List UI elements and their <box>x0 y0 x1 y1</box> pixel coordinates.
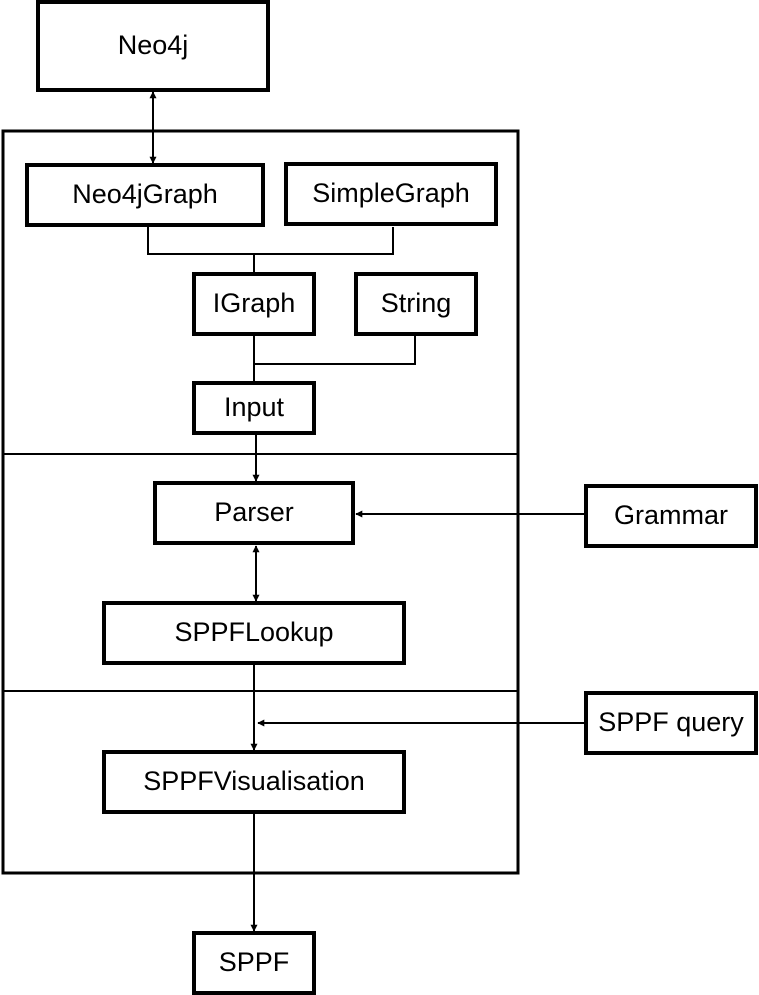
node-input-label: Input <box>224 392 285 422</box>
node-sppfquery-box <box>584 691 758 755</box>
node-parser: Parser <box>153 481 355 545</box>
node-sppfquery: SPPF query <box>584 691 758 755</box>
node-sppfquery-label: SPPF query <box>598 707 744 737</box>
system-frame <box>1 129 520 875</box>
node-sppflookup: SPPFLookup <box>102 601 406 665</box>
node-grammar: Grammar <box>584 484 758 548</box>
node-grammar-label: Grammar <box>614 500 728 530</box>
node-neo4j-box <box>36 0 270 92</box>
node-sppflookup-box <box>102 601 406 665</box>
node-sppf-box <box>192 931 316 995</box>
node-sppf: SPPF <box>192 931 316 995</box>
node-igraph: IGraph <box>192 272 316 336</box>
node-grammar-box <box>584 484 758 548</box>
node-sppfvisualisation-box <box>102 750 406 814</box>
node-simplegraph-label: SimpleGraph <box>312 178 470 208</box>
edge-graph-implementations <box>147 227 394 255</box>
node-simplegraph: SimpleGraph <box>284 162 498 226</box>
node-parser-box <box>153 481 355 545</box>
node-sppfvisualisation-label: SPPFVisualisation <box>143 766 365 796</box>
node-input-box <box>192 381 316 435</box>
node-string-label: String <box>381 288 452 318</box>
node-parser-label: Parser <box>214 497 294 527</box>
node-sppflookup-label: SPPFLookup <box>174 617 333 647</box>
node-neo4j-label: Neo4j <box>118 30 189 60</box>
node-simplegraph-box <box>284 162 498 226</box>
node-neo4jgraph-label: Neo4jGraph <box>72 179 218 209</box>
node-neo4jgraph: Neo4jGraph <box>25 163 265 227</box>
node-igraph-box <box>192 272 316 336</box>
node-input: Input <box>192 381 316 435</box>
node-string: String <box>354 272 478 336</box>
node-string-box <box>354 272 478 336</box>
node-neo4jgraph-box <box>25 163 265 227</box>
edge-string-input <box>254 336 416 365</box>
node-neo4j: Neo4j <box>36 0 270 92</box>
node-sppf-label: SPPF <box>219 947 290 977</box>
node-igraph-label: IGraph <box>213 288 296 318</box>
node-sppfvisualisation: SPPFVisualisation <box>102 750 406 814</box>
